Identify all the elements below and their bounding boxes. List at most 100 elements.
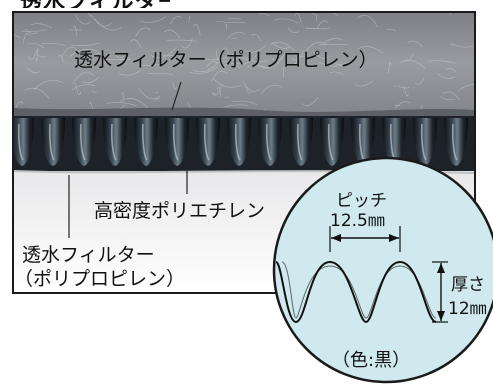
felt-fiber xyxy=(61,46,78,58)
felt-fiber xyxy=(24,28,38,34)
core-bumps xyxy=(14,118,468,166)
leader-top-filter xyxy=(171,81,182,111)
felt-fiber xyxy=(90,14,112,27)
core-bump xyxy=(351,118,375,166)
core-bump-highlight xyxy=(17,123,24,161)
felt-fiber xyxy=(125,57,131,65)
felt-fiber xyxy=(117,58,126,69)
pitch-label: ピッチ xyxy=(336,191,387,211)
felt-fiber xyxy=(152,50,178,56)
felt-fibers xyxy=(14,13,474,118)
felt-fiber xyxy=(244,56,269,63)
felt-fiber xyxy=(150,47,177,59)
felt-fiber xyxy=(212,92,217,95)
felt-fiber xyxy=(94,52,107,65)
core-bump xyxy=(289,118,313,166)
felt-fiber xyxy=(87,13,92,18)
core-bump xyxy=(382,118,406,166)
felt-fiber xyxy=(139,16,167,23)
core-bump xyxy=(134,118,158,166)
cut-off-title-text: 透水フィルター xyxy=(20,0,170,8)
core-bump xyxy=(72,118,96,166)
felt-fiber xyxy=(400,60,426,69)
felt-fiber xyxy=(170,16,182,25)
felt-fiber xyxy=(94,18,122,31)
thickness-arrow-bottom xyxy=(437,311,445,321)
felt-fiber xyxy=(251,34,262,41)
felt-fiber xyxy=(27,67,41,74)
felt-fiber xyxy=(223,57,249,68)
felt-fiber xyxy=(35,53,47,58)
felt-fiber xyxy=(388,61,392,73)
felt-fiber xyxy=(204,53,235,61)
felt-fiber xyxy=(211,84,222,96)
felt-fiber xyxy=(225,24,228,30)
pitch-value: 12.5㎜ xyxy=(330,211,385,231)
core-bump xyxy=(41,118,65,166)
core-bump-highlight xyxy=(203,123,210,161)
bottom-filter-label-line1: 透水フィルター xyxy=(22,244,155,266)
felt-fiber xyxy=(294,55,298,65)
felt-fiber xyxy=(210,71,228,82)
felt-fiber xyxy=(301,97,318,106)
felt-fiber xyxy=(313,51,330,59)
pitch-arrow-right xyxy=(389,234,399,242)
felt-fiber xyxy=(75,15,91,25)
felt-fiber xyxy=(458,83,474,91)
felt-fiber xyxy=(180,37,193,49)
felt-fiber xyxy=(217,86,222,97)
core-bump-highlight xyxy=(234,123,241,161)
felt-fiber xyxy=(316,20,328,29)
thickness-value: 12㎜ xyxy=(448,299,487,319)
felt-fiber xyxy=(71,42,100,46)
felt-fiber xyxy=(272,53,286,61)
felt-fiber xyxy=(107,102,137,107)
upper-filter-layer xyxy=(14,13,474,113)
felt-fiber xyxy=(135,27,151,37)
felt-fiber xyxy=(73,25,77,36)
magnified-detail xyxy=(272,156,493,384)
top-filter-label: 透水フィルター（ポリプロピレン） xyxy=(74,49,378,71)
core-profile-wave xyxy=(275,260,437,324)
felt-fiber xyxy=(291,52,307,57)
felt-fiber xyxy=(329,71,344,76)
cut-off-title: 透水フィルター xyxy=(20,0,170,8)
core-bump xyxy=(165,118,189,166)
core-bump xyxy=(196,118,220,166)
felt-fiber xyxy=(398,85,410,89)
felt-fiber xyxy=(449,13,452,15)
felt-fiber xyxy=(244,45,266,53)
felt-fiber xyxy=(22,32,31,44)
felt-fiber xyxy=(234,54,258,65)
felt-fiber xyxy=(407,40,423,48)
felt-fiber xyxy=(30,23,52,29)
core-bump-highlight xyxy=(265,123,272,161)
felt-fiber xyxy=(35,49,39,62)
felt-fiber xyxy=(427,60,456,64)
core-profile-inner xyxy=(281,261,437,319)
felt-fiber xyxy=(82,76,99,84)
felt-fiber xyxy=(58,54,64,62)
felt-fiber xyxy=(192,62,219,72)
felt-fiber xyxy=(154,98,161,102)
core-bump-highlight xyxy=(110,123,117,161)
felt-fiber xyxy=(164,29,180,39)
felt-fiber xyxy=(227,31,245,39)
felt-fiber xyxy=(287,27,300,34)
felt-fiber xyxy=(15,101,24,109)
thickness-arrow-top xyxy=(437,263,445,273)
thickness-label: 厚さ xyxy=(451,275,485,295)
felt-fiber xyxy=(437,73,455,79)
felt-fiber xyxy=(354,80,374,87)
felt-fiber xyxy=(41,43,66,46)
felt-fiber xyxy=(305,42,327,53)
felt-fiber xyxy=(166,39,197,42)
core-bump xyxy=(258,118,282,166)
felt-fiber xyxy=(294,13,302,23)
core-bump-highlight xyxy=(296,123,303,161)
felt-fiber xyxy=(188,66,219,74)
core-bump xyxy=(320,118,344,166)
felt-fiber xyxy=(446,68,457,73)
core-bump xyxy=(103,118,127,166)
